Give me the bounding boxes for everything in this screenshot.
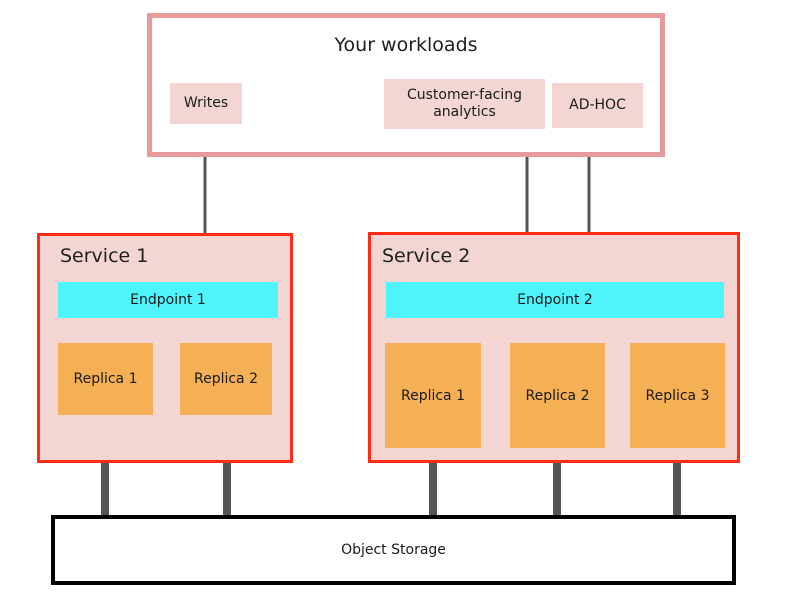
service-2-replica-1[interactable]: Replica 1 [385,343,481,448]
service-1-title: Service 1 [60,245,149,267]
service-1-replica-1[interactable]: Replica 1 [58,343,153,415]
object-storage-box[interactable]: Object Storage [51,515,736,585]
workload-chip-customer-facing-analytics[interactable]: Customer-facing analytics [384,79,545,129]
service-1-replica-2[interactable]: Replica 2 [180,343,272,415]
service-2-replica-3[interactable]: Replica 3 [630,343,725,448]
workload-chip-writes[interactable]: Writes [170,83,242,124]
workloads-title: Your workloads [334,34,478,56]
workload-chip-ad-hoc[interactable]: AD-HOC [552,83,643,128]
service-1-endpoint[interactable]: Endpoint 1 [58,282,278,318]
service-2-endpoint[interactable]: Endpoint 2 [386,282,724,318]
service-2-title: Service 2 [382,245,471,267]
service-2-replica-2[interactable]: Replica 2 [510,343,605,448]
